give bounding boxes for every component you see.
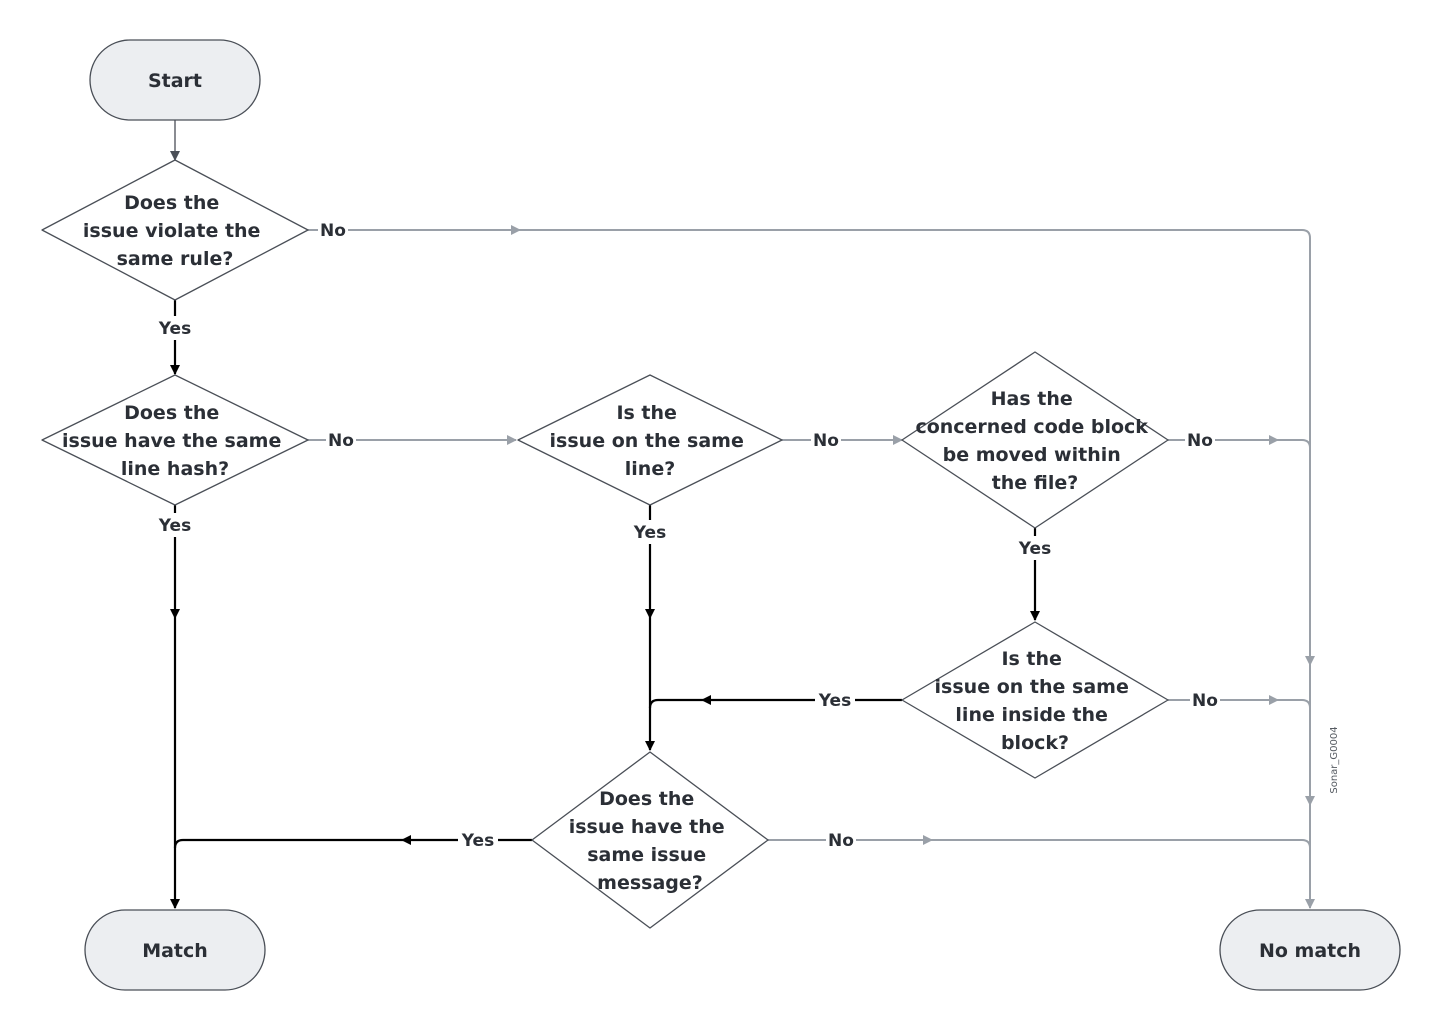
edge-labels: No Yes No Yes No Yes No Yes No Yes No Ye… — [155, 219, 1220, 852]
decision-same-rule-line-3: same rule? — [117, 248, 234, 270]
decision-same-message: Does the issue have the same issue messa… — [531, 751, 769, 929]
decision-same-line-line-3: line? — [625, 458, 675, 480]
decision-same-line-line-1: Is the — [616, 402, 677, 424]
decision-block-moved-line-2: concerned code block — [915, 416, 1148, 438]
decision-block-moved-line-4: the file? — [992, 472, 1079, 494]
decision-same-rule: Does the issue violate the same rule? — [41, 159, 309, 301]
label-moved-yes: Yes — [1018, 539, 1051, 559]
edge-moved-no-join — [1278, 439, 1311, 449]
decision-line-hash: Does the issue have the same line hash? — [41, 374, 309, 506]
svg-text:Does the issue violate t: Does the issue violate the same rule? — [83, 192, 267, 270]
decision-line-hash-line-2: issue have the same — [62, 430, 281, 452]
no-connectors — [308, 225, 1315, 909]
decision-same-message-line-3: same issue — [587, 844, 706, 866]
decision-line-hash-line-3: line hash? — [121, 458, 229, 480]
decision-line-in-block-line-1: Is the — [1001, 648, 1062, 670]
decision-block-moved-line-3: be moved within — [943, 444, 1121, 466]
decision-line-in-block-line-2: issue on the same — [935, 676, 1129, 698]
decision-same-line-line-2: issue on the same — [550, 430, 744, 452]
svg-text:Has the concerned code b: Has the concerned code block be moved wi… — [915, 388, 1154, 494]
decision-same-message-line-4: message? — [597, 872, 703, 894]
watermark-code: Sonar_G0004 — [1329, 726, 1340, 793]
decision-same-message-line-2: issue have the — [569, 816, 725, 838]
label-hash-no: No — [328, 431, 354, 451]
decision-block-moved: Has the concerned code block be moved wi… — [901, 351, 1169, 529]
decision-line-hash-line-1: Does the — [124, 402, 219, 424]
svg-text:Does the issue have the: Does the issue have the same line hash? — [62, 402, 288, 480]
decision-same-line: Is the issue on the same line? — [517, 374, 783, 506]
svg-text:Is the issue on the same: Is the issue on the same line? — [550, 402, 751, 480]
decision-same-rule-line-1: Does the — [124, 192, 219, 214]
edge-message-no-join — [932, 839, 1311, 849]
edge-message-yes-join — [173, 838, 402, 849]
start-node: Start — [89, 39, 261, 121]
label-block-no: No — [1192, 691, 1218, 711]
decision-same-message-line-1: Does the — [599, 788, 694, 810]
svg-text:Does the issue have the: Does the issue have the same issue messa… — [569, 788, 732, 894]
label-message-no: No — [828, 831, 854, 851]
label-rule-yes: Yes — [158, 319, 191, 339]
no-match-node: No match — [1219, 909, 1401, 991]
match-label: Match — [142, 940, 208, 962]
edge-rule-no-to-spine — [520, 229, 1315, 666]
label-hash-yes: Yes — [158, 516, 191, 536]
label-line-yes: Yes — [633, 523, 666, 543]
decision-line-in-block-line-3: line inside the — [955, 704, 1108, 726]
start-label: Start — [148, 70, 202, 92]
label-line-no: No — [813, 431, 839, 451]
edge-block-yes-join — [648, 698, 702, 709]
decision-line-in-block-line-4: block? — [1001, 732, 1069, 754]
label-block-yes: Yes — [818, 691, 851, 711]
no-match-label: No match — [1259, 940, 1361, 962]
svg-text:Is the issue on the same: Is the issue on the same line inside the… — [935, 648, 1136, 754]
decision-block-moved-line-1: Has the — [991, 388, 1073, 410]
decision-same-rule-line-2: issue violate the — [83, 220, 261, 242]
edge-block-no-join — [1278, 699, 1311, 709]
decision-line-in-block: Is the issue on the same line inside the… — [901, 621, 1169, 779]
label-message-yes: Yes — [461, 831, 494, 851]
match-node: Match — [84, 909, 266, 991]
label-rule-no: No — [320, 221, 346, 241]
label-moved-no: No — [1187, 431, 1213, 451]
